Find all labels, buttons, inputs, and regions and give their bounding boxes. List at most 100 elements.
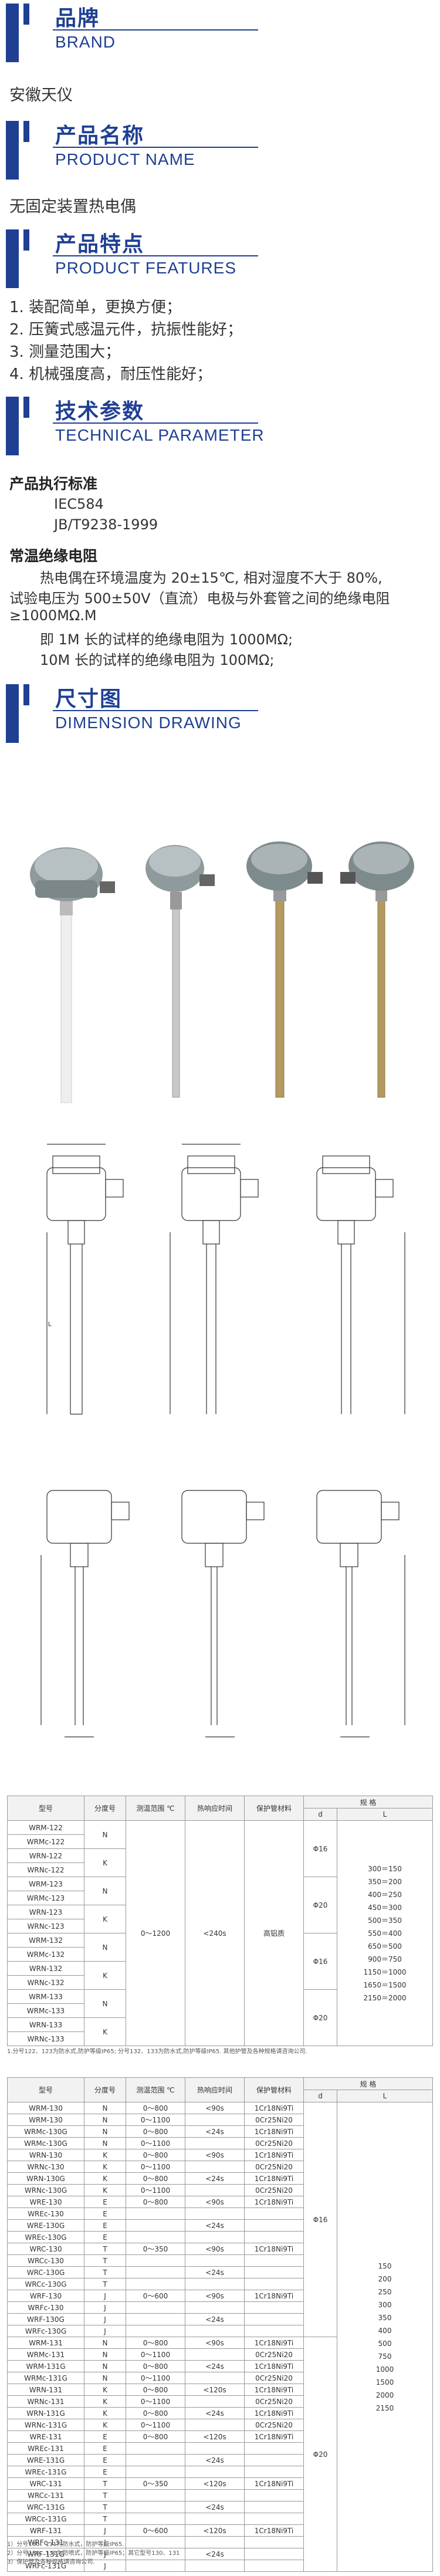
l-value: 2150＝2000 — [363, 1993, 407, 2002]
svg-text:L: L — [48, 1321, 52, 1328]
table-cell — [244, 2231, 304, 2243]
table-cell: <120s — [185, 2430, 245, 2443]
dimension-drawing — [12, 1467, 147, 1760]
table-cell: WRF-131 — [7, 2524, 84, 2537]
drawing-head-icon — [181, 1490, 265, 1737]
table-cell: 1Cr18Ni9Ti — [244, 2196, 304, 2208]
table-cell: 0～800 — [126, 2384, 185, 2396]
table-cell — [244, 2301, 304, 2314]
table-cell — [244, 2325, 304, 2337]
table-cell: WREc-130G — [7, 2231, 84, 2243]
table-cell: K — [84, 2161, 126, 2173]
l-value: 350＝200 — [368, 1877, 402, 1886]
table-cell — [185, 2466, 245, 2478]
drawing-head-icon: L — [46, 1144, 124, 1415]
table-cell: WRN-123 — [7, 1905, 84, 1919]
table-cell: <90s — [185, 2196, 245, 2208]
table-cell — [126, 2207, 185, 2220]
table-cell: 0～800 — [126, 2125, 185, 2138]
thermocouple-photo-icon — [340, 841, 414, 1098]
section-bar-icon — [6, 4, 29, 62]
table-cell: WRFc-130 — [7, 2301, 84, 2314]
table-cell: WRF-130 — [7, 2290, 84, 2302]
insulation-line: 10M 长的试样的绝缘电阻为 100MΩ; — [40, 652, 275, 668]
l-value: 500 — [378, 2339, 392, 2348]
table-cell: <90s — [185, 2243, 245, 2255]
table-cell: 0～1100 — [126, 2372, 185, 2384]
table-cell: T — [84, 2501, 126, 2513]
table-cell: E — [84, 2207, 126, 2220]
table-cell: T — [84, 2513, 126, 2525]
table-cell: N — [84, 2114, 126, 2126]
table-cell: N — [84, 2102, 126, 2114]
table-cell — [244, 2254, 304, 2267]
table-cell: T — [84, 2254, 126, 2267]
insulation-line: 试验电压为 500±50V（直流）电极与外套管之间的绝缘电阻 — [9, 590, 390, 607]
table-cell: K — [84, 1961, 126, 1990]
table-cell: 0Cr25Ni20 — [244, 2161, 304, 2173]
col-header: 测温范围 ℃ — [126, 1796, 185, 1821]
table-cell — [185, 2114, 245, 2126]
l-value: 2150 — [375, 2403, 394, 2412]
col-header: 热响应时间 — [185, 1796, 245, 1821]
table-cell: J — [84, 2313, 126, 2325]
l-value: 500＝350 — [368, 1916, 402, 1925]
table-cell: WRFc-131 — [7, 2536, 84, 2548]
drawing-head-icon — [316, 1490, 405, 1737]
table-cell: Φ16 — [303, 2102, 337, 2337]
table-cell: WRE-130 — [7, 2196, 84, 2208]
table-cell: 1Cr18Ni9Ti — [244, 2243, 304, 2255]
table-cell: WRFc-131G — [7, 2560, 84, 2572]
table-cell: 0～1100 — [126, 2137, 185, 2149]
l-value: 200 — [378, 2274, 392, 2283]
table-cell — [244, 2548, 304, 2560]
table-cell: WRN-130G — [7, 2172, 84, 2185]
table-cell: 1Cr18Ni9Ti — [244, 2102, 304, 2114]
section-name-header: 产品名称 PRODUCT NAME — [0, 117, 440, 188]
feature-item: 1. 装配简单，更换方便； — [9, 299, 182, 316]
spec-table-1: 型号 分度号 测温范围 ℃ 热响应时间 保护管材料 规 格 d L WRM-12… — [7, 1796, 433, 2046]
table2-note: 2）分号130、131为防喷式，防护等级IP65；其它型号130、131 — [7, 2550, 180, 2557]
table-cell — [185, 2278, 245, 2290]
table-cell: T — [84, 2243, 126, 2255]
standard-title: 产品执行标准 — [9, 475, 98, 492]
table-cell: 0Cr25Ni20 — [244, 2395, 304, 2408]
table-cell: <24s — [185, 2548, 245, 2560]
table-cell: 1Cr18Ni9Ti — [244, 2477, 304, 2490]
col-header: L — [337, 1808, 433, 1821]
table-cell: 0～1100 — [126, 2419, 185, 2431]
table-cell: 0～800 — [126, 2430, 185, 2443]
table-cell: WRC-130G — [7, 2266, 84, 2278]
section-divider — [53, 147, 258, 148]
table-cell: WRN-122 — [7, 1848, 84, 1863]
table-cell: 0～800 — [126, 2102, 185, 2114]
col-header: 分度号 — [84, 2077, 126, 2102]
l-value: 1000 — [375, 2365, 394, 2374]
section-title-cn: 技术参数 — [55, 400, 145, 424]
table-cell — [185, 2231, 245, 2243]
col-header: 分度号 — [84, 1796, 126, 1821]
table-cell: 1Cr18Ni9Ti — [244, 2524, 304, 2537]
table-cell: Φ20 — [303, 1989, 337, 2046]
table-cell: K — [84, 2419, 126, 2431]
table-cell: WRMc-133 — [7, 2003, 84, 2018]
product-photo — [229, 833, 334, 1103]
table-cell — [185, 2207, 245, 2220]
standard-iec: IEC584 — [54, 496, 104, 512]
table-cell: WRM-131G — [7, 2360, 84, 2372]
table-cell — [126, 2536, 185, 2548]
insulation-line: ≥1000MΩ.M — [9, 607, 97, 624]
table-cell: E — [84, 2454, 126, 2466]
table-cell: <24s — [185, 2407, 245, 2419]
section-divider — [53, 29, 258, 31]
table-cell — [185, 2348, 245, 2361]
table-cell: K — [84, 1848, 126, 1877]
table-cell: WRC-131 — [7, 2477, 84, 2490]
table-cell: WRE-131G — [7, 2454, 84, 2466]
table-cell: WRNc-130 — [7, 2161, 84, 2173]
